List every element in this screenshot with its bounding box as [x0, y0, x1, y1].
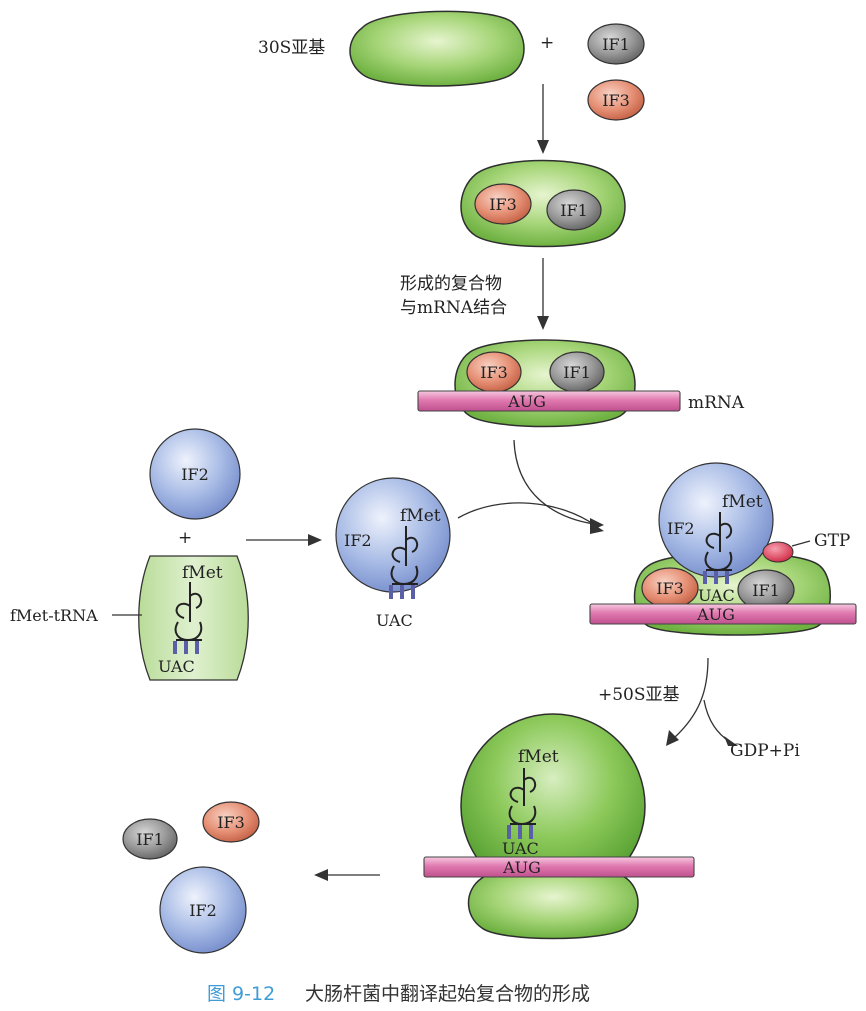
if1-label: IF1 — [752, 581, 780, 600]
if3-label: IF3 — [602, 91, 630, 110]
30s-subunit — [467, 868, 639, 940]
anticodon-bars — [703, 571, 729, 584]
mrna-strand — [417, 390, 681, 412]
uac-label: UAC — [376, 611, 413, 630]
gtp-molecule — [762, 541, 794, 563]
arrowhead-5 — [590, 522, 604, 534]
if1-label: IF1 — [136, 830, 164, 849]
if3-factor — [474, 183, 532, 225]
30s-label: 30S亚基 — [258, 38, 325, 58]
fmet-trna-box — [138, 555, 249, 681]
mrna-strand — [423, 856, 695, 878]
if3-label: IF3 — [480, 363, 508, 382]
gdp-pi-label: GDP+Pi — [730, 741, 800, 761]
arrowhead-1 — [537, 140, 549, 154]
if3-label: IF3 — [489, 195, 517, 214]
aug-codon: AUG — [502, 858, 541, 877]
if2-label: IF2 — [189, 901, 217, 920]
if2-label: IF2 — [181, 465, 209, 484]
if1-factor — [546, 189, 602, 231]
add-50s-label: +50S亚基 — [598, 685, 680, 705]
if3-factor — [587, 79, 645, 121]
30s-subunit — [349, 10, 525, 87]
anticodon-bars — [389, 585, 415, 599]
fmet-label: fMet — [182, 563, 223, 583]
arrowhead-7 — [724, 736, 738, 746]
if3-label: IF3 — [656, 579, 684, 598]
if3-label: IF3 — [217, 813, 245, 832]
if2-factor — [149, 428, 241, 520]
anticodon-bars — [507, 825, 533, 839]
anticodon-bars — [173, 641, 199, 654]
trna-cloverleaf — [174, 582, 203, 642]
curved-arrow-2 — [457, 502, 597, 527]
trna-cloverleaf — [704, 512, 733, 572]
arrow-to-70s — [673, 657, 709, 739]
mrna-label: mRNA — [688, 393, 745, 413]
if1-label: IF1 — [563, 363, 591, 382]
uac-label: UAC — [502, 839, 539, 858]
if1-factor — [587, 23, 645, 65]
if1-label: IF1 — [602, 35, 630, 54]
arrowhead-2 — [537, 316, 549, 330]
trna-cloverleaf — [390, 526, 419, 586]
if2-label: IF2 — [344, 531, 372, 550]
step-bind-label-1: 形成的复合物 — [400, 274, 502, 294]
fmet-label: fMet — [722, 492, 763, 512]
if2-label: IF2 — [667, 519, 695, 538]
plus-sign: + — [540, 33, 554, 53]
gtp-label: GTP — [814, 531, 850, 551]
aug-codon: AUG — [696, 605, 735, 624]
arrowhead-6 — [666, 730, 679, 746]
figure-caption: 大肠杆菌中翻译起始复合物的形成 — [305, 983, 590, 1005]
if2-factor — [159, 866, 247, 954]
gtp-pointer — [791, 540, 811, 547]
plus-sign: + — [178, 528, 192, 548]
if1-factor — [122, 818, 178, 860]
uac-label: UAC — [158, 657, 195, 676]
fmet-label: fMet — [400, 506, 441, 526]
aug-codon: AUG — [507, 392, 546, 411]
trna-cloverleaf — [508, 768, 537, 826]
fmet-label: fMet — [518, 747, 559, 767]
if3-factor — [202, 801, 260, 843]
figure-number: 图 9-12 — [207, 983, 275, 1005]
if1-label: IF1 — [560, 201, 588, 220]
arrow-release-gdp — [703, 699, 731, 743]
fmet-trna-label: fMet-tRNA — [10, 606, 98, 625]
arrowhead-4 — [308, 534, 322, 546]
mrna-strand — [589, 603, 857, 625]
curved-arrow-1 — [513, 439, 595, 525]
arrowhead-8 — [314, 869, 328, 881]
uac-label: UAC — [698, 586, 735, 605]
step-bind-label-2: 与mRNA结合 — [400, 298, 507, 318]
